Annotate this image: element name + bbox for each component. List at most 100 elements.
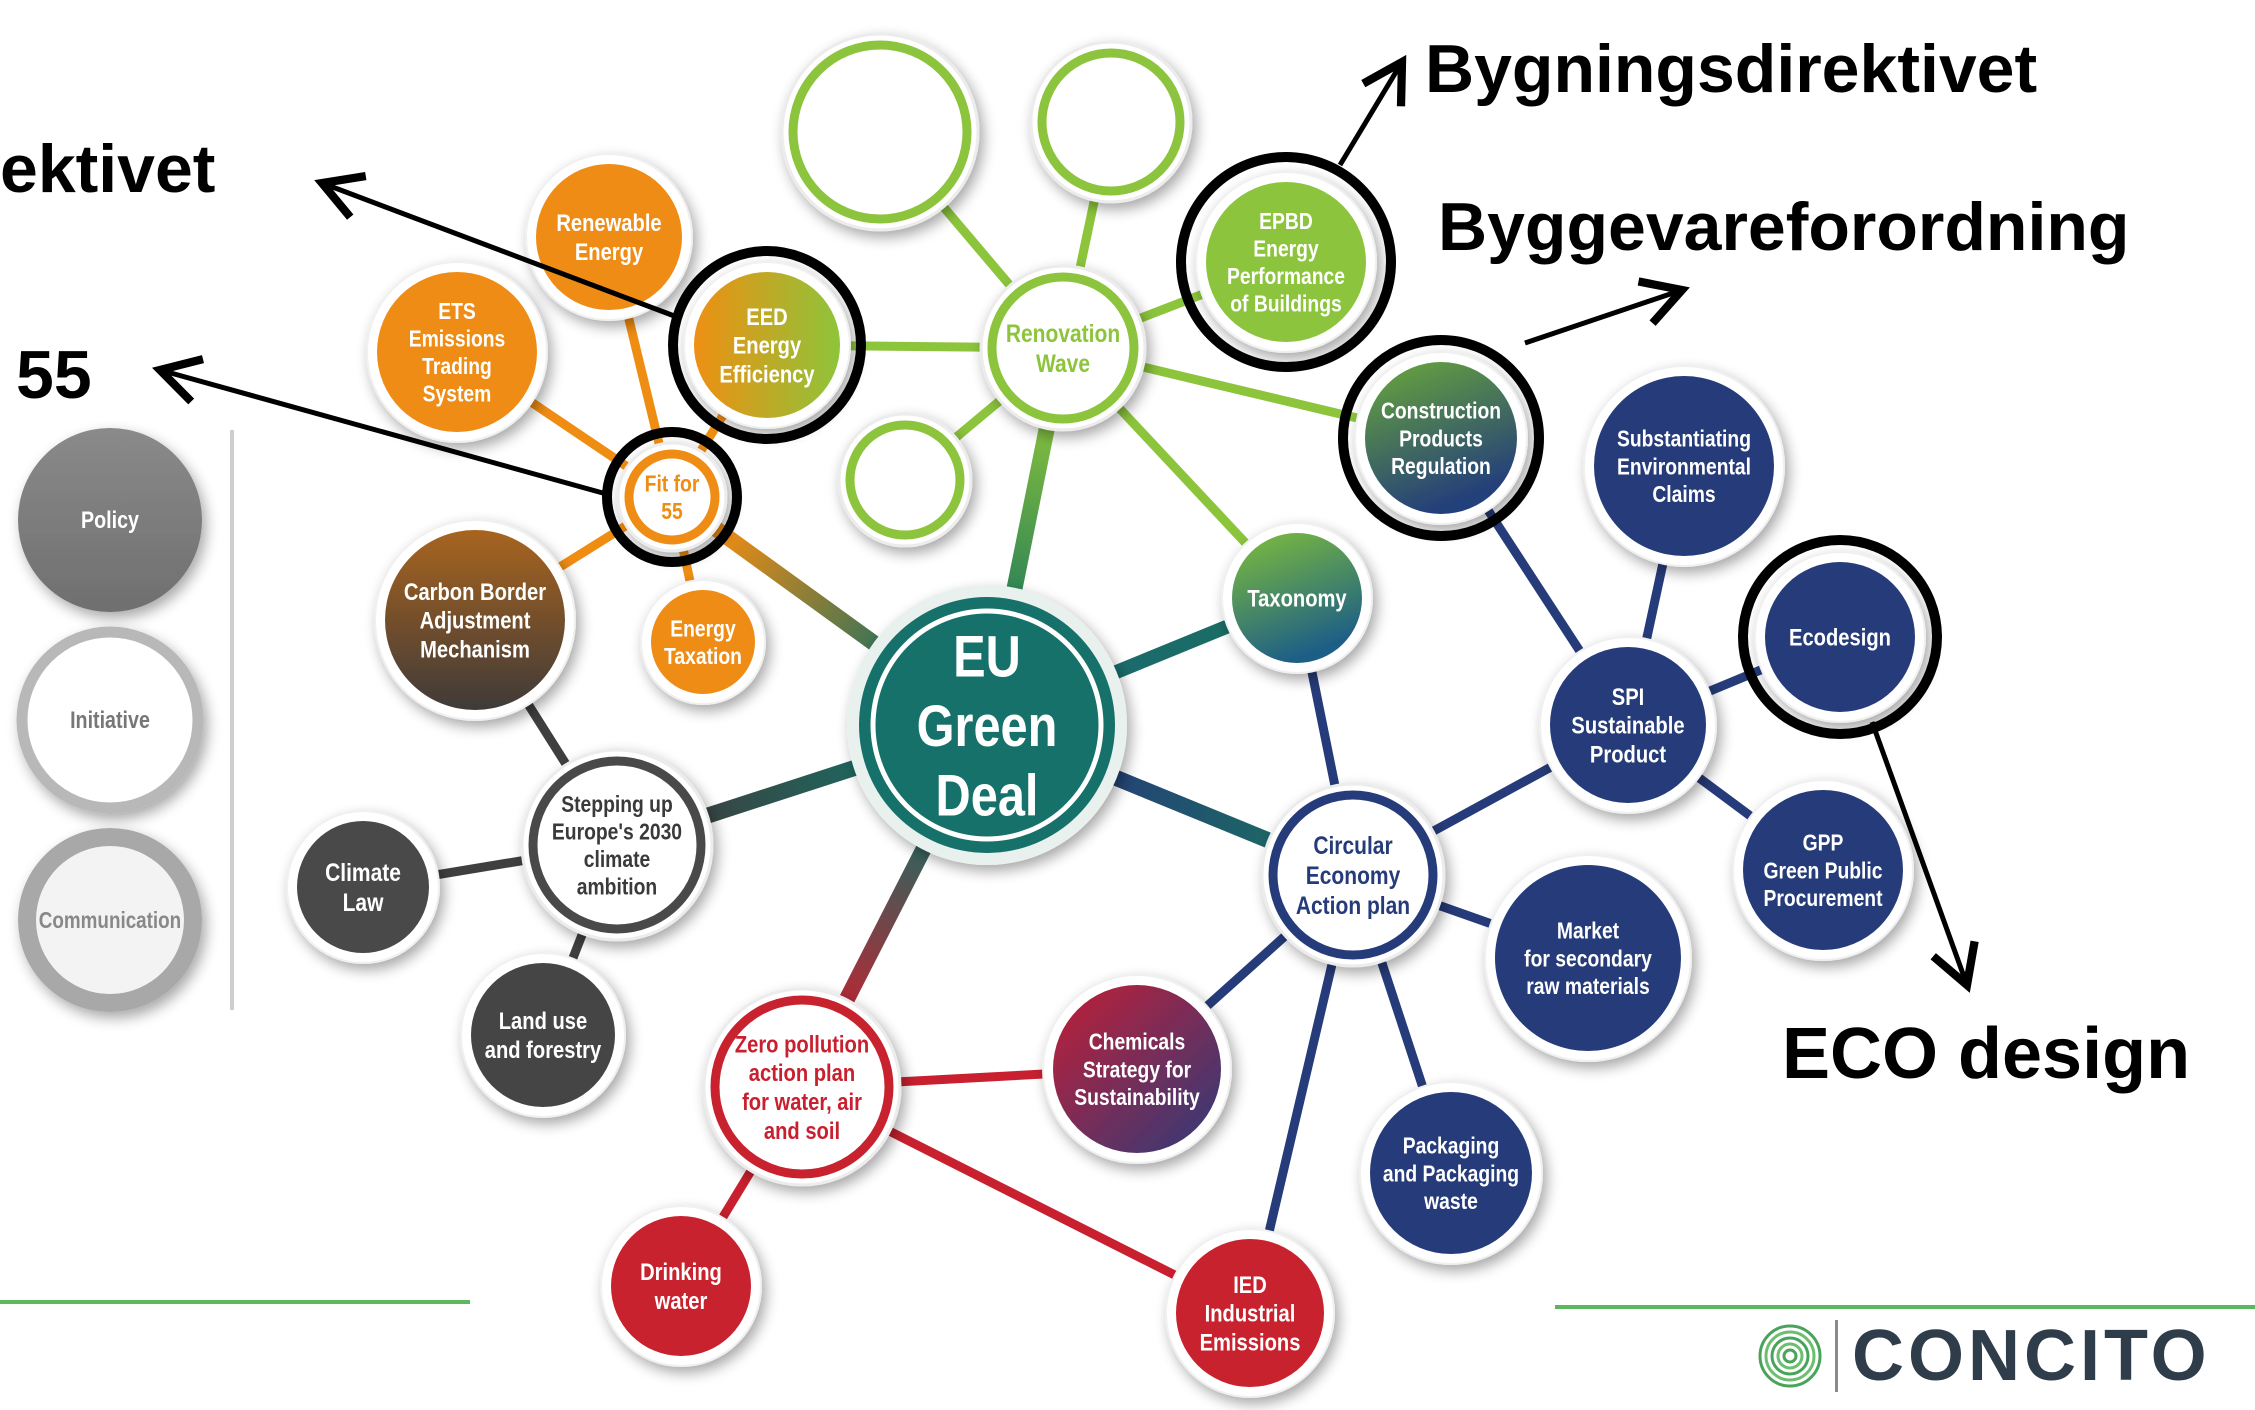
node-label: Logbook: [1068, 138, 1154, 165]
node-label: Economy: [1306, 861, 1401, 889]
node-label: Level(s): [842, 76, 918, 103]
annotation-fit55: 55: [16, 337, 92, 413]
annotation-byggevareforordning: Byggevareforordning: [1438, 189, 2129, 265]
node-label: climate: [584, 848, 651, 873]
node-label: Renewable: [556, 210, 661, 237]
ring-eed: [668, 246, 866, 444]
node-label: IED: [1233, 1271, 1267, 1298]
node-label: GPP: [1803, 831, 1844, 856]
node-label: Products: [1399, 427, 1483, 452]
node-label: Carbon Border: [404, 578, 547, 605]
node-label: Ecodesign: [1789, 624, 1891, 651]
node-label: SPI: [1612, 683, 1644, 710]
node-taxonomy: Taxonomy: [1221, 522, 1373, 674]
node-label: Claims: [1652, 482, 1715, 507]
annotation-overlay: [151, 54, 1979, 993]
node-label: Taxonomy: [1247, 585, 1347, 612]
node-label: EED: [746, 303, 787, 330]
node-label: Drinking: [640, 1259, 722, 1286]
node-label: Trading: [422, 355, 492, 380]
ring-fit-for-55: [602, 427, 742, 567]
arrow-fit-for-55: [151, 355, 611, 498]
node-label: and forestry: [485, 1036, 602, 1063]
legend-communication-label: Communication: [39, 908, 181, 933]
footer-lines: [0, 1300, 2255, 1309]
node-label: Sustainability: [1074, 1085, 1200, 1110]
concito-logo: CONCITO: [1755, 1320, 2211, 1392]
node-label: EU: [953, 625, 1021, 689]
node-label: Adjustment: [420, 607, 531, 634]
node-label: and Packaging: [1383, 1162, 1519, 1187]
node-label: Renovation: [1006, 319, 1120, 347]
node-label: Europe's 2030: [552, 820, 682, 845]
node-label: Action plan: [1296, 891, 1410, 919]
node-label: and soil: [764, 1117, 840, 1144]
legend-communication: [18, 828, 202, 1012]
arrow-eed: [314, 171, 678, 320]
node-label: Deal: [936, 765, 1039, 829]
node-label: Green Public: [1763, 859, 1882, 884]
node-label: Regulation: [1391, 454, 1491, 479]
node-label: Energy: [1253, 237, 1319, 262]
fingerprint-icon: [1758, 1324, 1822, 1388]
node-label: ambition: [577, 875, 657, 900]
node-label: Sustainable: [1571, 712, 1684, 739]
node-label: Land use: [499, 1008, 587, 1035]
node-label: 55: [661, 500, 683, 525]
node-label: Sustainability: [814, 105, 946, 132]
arrow-byggevareforordning: [1524, 277, 1690, 346]
legend-initiative: [16, 626, 204, 814]
arrow-ecodesign: [1869, 721, 1979, 993]
node-label: Taxation: [664, 645, 742, 670]
node-label: Construction: [1381, 399, 1501, 424]
node-label: System: [423, 382, 492, 407]
node-label: Environmental: [1617, 455, 1751, 480]
node-label: Circular: [1313, 831, 1392, 859]
node-label: Building: [840, 133, 921, 160]
node-label: Digital: [1080, 80, 1142, 107]
node-label: Building: [1071, 109, 1152, 136]
node-label: Energy: [733, 332, 802, 359]
annotation-eco-design: ECO design: [1782, 1014, 2190, 1094]
node-label: water: [654, 1287, 708, 1314]
node-label: raw materials: [1526, 974, 1649, 999]
legend-policy: [18, 428, 202, 612]
node-label: Emissions: [1200, 1329, 1301, 1356]
ring-epbd: [1176, 152, 1396, 372]
legend-policy-label: Policy: [81, 506, 140, 533]
node-label: Strategy for: [1083, 1058, 1191, 1083]
node-label: Substantiating: [1617, 427, 1751, 452]
annotation-bygningsdirektivet: Bygningsdirektivet: [1425, 31, 2037, 107]
node-label: Performance: [1227, 265, 1345, 290]
legend-initiative-label: Initiative: [70, 706, 150, 733]
node-label: Procurement: [1763, 886, 1882, 911]
node-label: Energy: [575, 238, 644, 265]
logo-divider: [1835, 1320, 1838, 1392]
node-label: Mechanism: [420, 636, 530, 663]
node-label: EPBD: [1259, 209, 1313, 234]
node-label: Wave: [1036, 349, 1090, 377]
node-label: New: [884, 453, 926, 480]
